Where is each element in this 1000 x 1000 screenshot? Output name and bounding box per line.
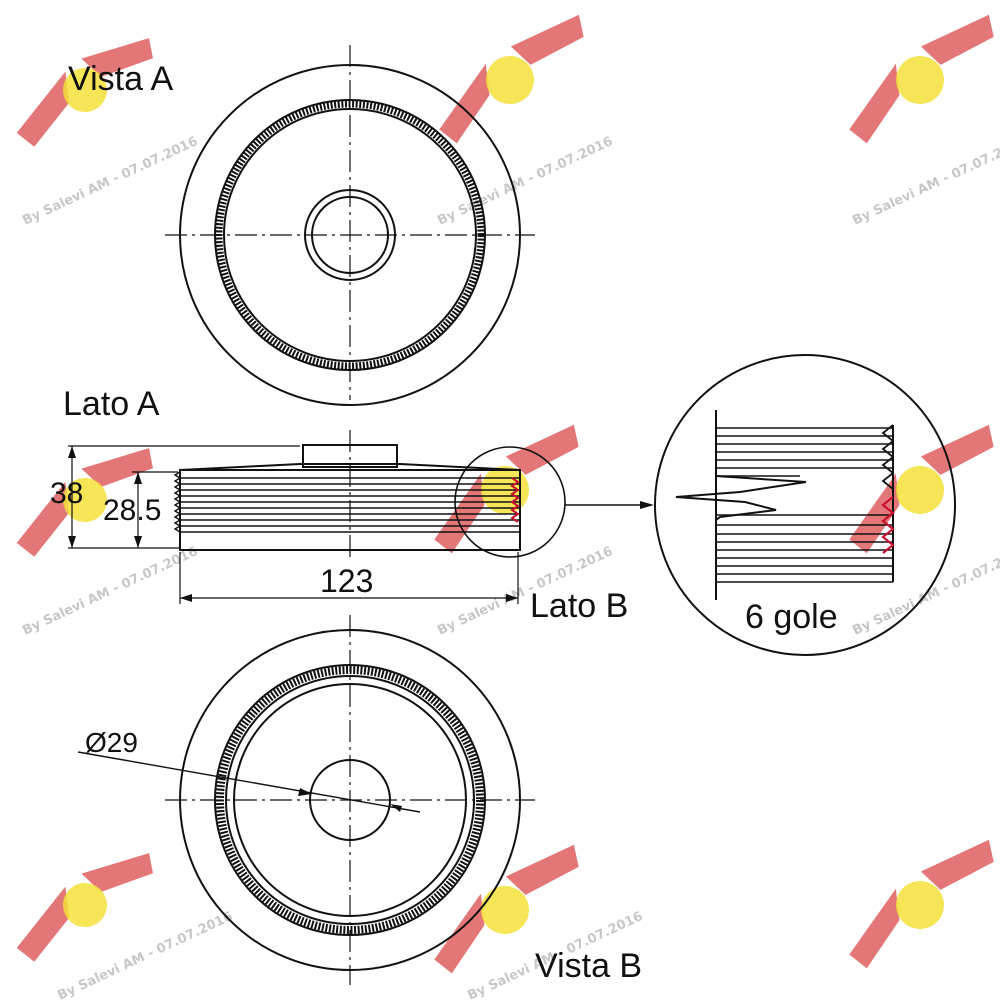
outer-rim <box>179 64 521 406</box>
ring-inner-b <box>233 683 467 917</box>
left-serration <box>173 471 182 533</box>
dim-arrow <box>134 472 142 484</box>
dim-arrow <box>134 536 142 548</box>
side-view: Lato A <box>50 385 654 625</box>
watermark-text: By Salevi AM - 07.07.2016 <box>435 134 615 229</box>
view-b: Ø29 Vista B <box>77 615 642 985</box>
dim-arrow <box>506 594 518 602</box>
ring-inner <box>223 108 477 362</box>
watermark-logo <box>849 14 994 144</box>
detail-teeth-accent <box>881 496 895 554</box>
dim-arrow <box>180 594 192 602</box>
watermark-text: By Salevi AM - 07.07.2016 <box>20 544 200 639</box>
watermark-logo <box>434 844 579 974</box>
watermark-logo <box>439 14 584 144</box>
diameter-arrow <box>298 788 312 796</box>
pulley-top-profile <box>179 463 521 471</box>
detail-leader-arrow <box>640 501 654 509</box>
watermark-logo <box>434 424 579 554</box>
hub-outer <box>304 189 396 281</box>
detail-v-profile <box>675 475 807 521</box>
watermark-text: By Salevi AM - 07.07.2016 <box>20 134 200 229</box>
label-lato-a: Lato A <box>63 385 160 423</box>
detail-circle <box>454 446 566 558</box>
diameter-arrow <box>390 804 402 812</box>
groove-lines <box>180 477 520 533</box>
dimension-123: 123 <box>320 563 373 599</box>
label-vista-a: Vista A <box>68 60 174 98</box>
watermark-texts: By Salevi AM - 07.07.2016 By Salevi AM -… <box>20 134 1000 1000</box>
view-a: Vista A <box>68 45 535 406</box>
groove-accent-small <box>510 477 520 523</box>
dimension-38: 38 <box>50 477 83 510</box>
detail-outline <box>654 354 956 656</box>
dim-arrow <box>68 446 76 458</box>
hub-boss <box>302 444 398 468</box>
detail-groove-lines <box>716 427 893 583</box>
label-vista-b: Vista B <box>535 947 642 985</box>
ring-outer <box>214 99 486 371</box>
watermark-logo <box>849 839 994 969</box>
label-lato-b: Lato B <box>530 587 628 625</box>
dimension-bore: Ø29 <box>85 727 138 758</box>
bore <box>311 196 389 274</box>
bore-b <box>309 759 391 841</box>
label-grooves: 6 gole <box>745 598 838 636</box>
dim-arrow <box>68 536 76 548</box>
outer-rim-b <box>179 629 521 971</box>
ring-middle-b <box>225 675 475 925</box>
watermark-text: By Salevi AM - 07.07.2016 <box>850 134 1000 229</box>
watermark-logo <box>16 38 153 147</box>
knurled-ring-b <box>216 666 484 934</box>
ring-outer-b <box>214 664 486 936</box>
knurled-ring <box>215 100 485 370</box>
detail-teeth <box>881 424 895 490</box>
diameter-leader <box>77 751 421 813</box>
groove-detail: 6 gole <box>654 354 956 656</box>
watermark-logo <box>16 853 153 962</box>
dimension-28-5: 28.5 <box>103 494 161 527</box>
pulley-body <box>179 469 521 551</box>
watermark-logo <box>16 448 153 557</box>
